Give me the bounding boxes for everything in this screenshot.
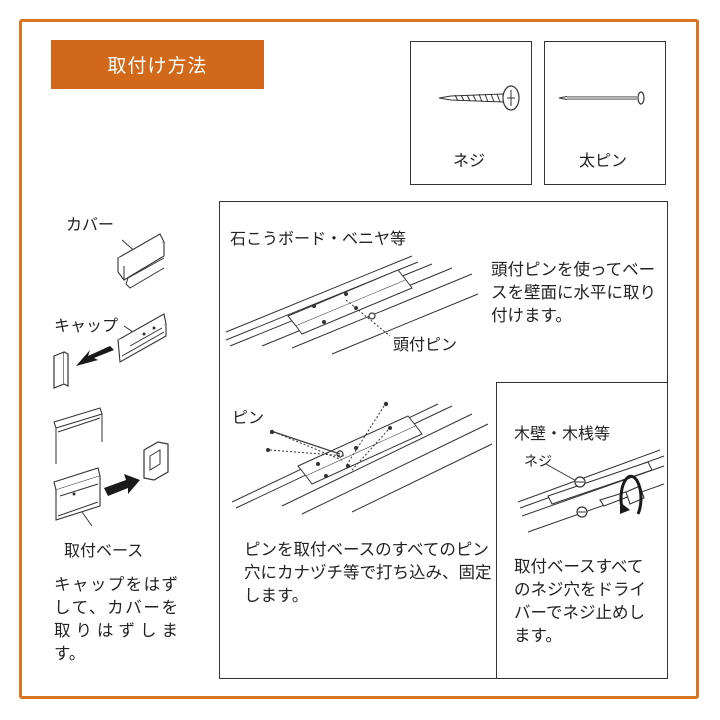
head-pin-label: 頭付ピン [393,335,458,354]
rotation-arrow-icon [619,474,643,515]
screwdriver-icon [599,491,631,507]
head-pin-instruction-text: 頭付ピンを使ってベースを壁面に水平に取り付けます。 [491,260,656,325]
wood-wall-panel [496,382,668,679]
cap-attach-illustration [53,441,169,527]
pin-callout-label: ピン [232,408,265,427]
pin-icon [558,91,645,105]
base-label: 取付ベース [64,541,144,560]
screw-driving-illustration [517,449,665,533]
gypsum-wall-illustration [225,255,479,355]
wood-instruction-text: 取付ベースすべてのネジ穴をドライバーでネジ止めします。 [514,557,646,645]
cover-removed-illustration [53,407,103,464]
cover-label: カバー [66,215,115,234]
right-arrow-icon [104,474,140,496]
pin-part-box: 太ピン [544,41,666,185]
pin-driving-illustration [231,401,493,515]
left-arrow-icon [76,346,114,366]
outer-frame [19,19,699,699]
gypsum-heading: 石こうボード・ベニヤ等 [230,229,407,248]
wood-heading: 木壁・木桟等 [514,424,611,443]
cap-removal-illustration [53,313,167,389]
cover-illustration [117,233,165,289]
cap-label: キャップ [54,316,119,335]
screw-icon [438,85,520,111]
cap-instruction-text: キャップをはずして、カバーを取りはずします。 [54,575,178,663]
pin-label: 太ピン [579,151,628,170]
screw-part-box: ネジ [410,41,532,185]
wood-screw-label: ネジ [524,454,552,470]
page-title: 取付け方法 [51,40,264,89]
pin-instruction-text: ピンを取付ベースのすべてのピン穴にカナヅチ等で打ち込み、固定します。 [244,540,492,605]
screw-label: ネジ [453,151,486,170]
